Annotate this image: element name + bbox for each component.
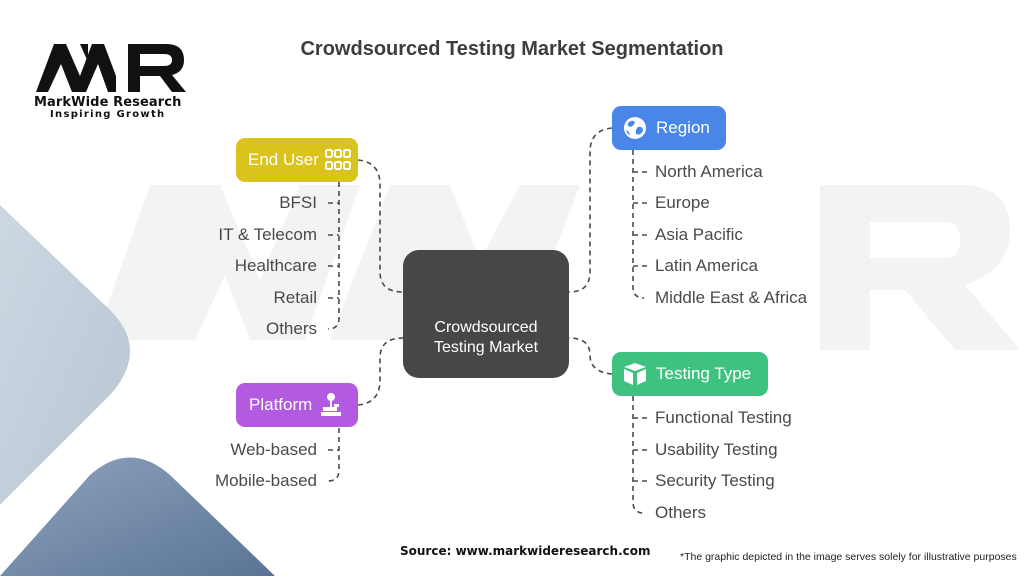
logo-tagline: Inspiring Growth: [50, 109, 166, 120]
category-label: Testing Type: [656, 364, 752, 383]
list-item-region: Middle East & Africa: [655, 288, 808, 307]
list-item-testing-type: Functional Testing: [655, 408, 792, 427]
center-node: Crowdsourced Testing Market: [403, 250, 569, 378]
list-item-end-user: IT & Telecom: [218, 225, 317, 244]
logo-name: MarkWide Research: [34, 95, 182, 110]
logo-mark-icon: [36, 44, 186, 92]
cube-icon: [624, 363, 646, 385]
category-label: Region: [656, 118, 710, 137]
category-platform: Platform: [236, 383, 358, 427]
category-end-user: End User: [236, 138, 358, 182]
list-item-region: Latin America: [655, 256, 758, 275]
list-item-region: Asia Pacific: [655, 225, 743, 244]
globe-icon: [624, 117, 646, 139]
source-text: Source: www.markwideresearch.com: [400, 544, 651, 558]
list-item-end-user: Retail: [273, 288, 317, 307]
category-region: Region: [612, 106, 726, 150]
page-title: Crowdsourced Testing Market Segmentation: [300, 38, 724, 60]
list-item-testing-type: Security Testing: [655, 471, 775, 490]
disclaimer-text: *The graphic depicted in the image serve…: [680, 551, 1017, 563]
list-item-testing-type: Usability Testing: [655, 440, 778, 459]
category-label: Platform: [249, 395, 313, 414]
center-node-line2: Testing Market: [433, 339, 539, 356]
list-item-end-user: BFSI: [279, 193, 317, 212]
list-item-platform: Mobile-based: [214, 471, 317, 490]
category-label: End User: [248, 150, 319, 169]
list-item-testing-type: Others: [655, 503, 707, 522]
center-node-line1: Crowdsourced: [434, 319, 538, 336]
list-item-region: Europe: [655, 193, 710, 212]
joystick-icon: [321, 393, 342, 416]
category-testing-type: Testing Type: [612, 352, 768, 396]
list-item-platform: Web-based: [230, 440, 317, 459]
list-item-region: North America: [655, 162, 763, 181]
list-item-end-user: Healthcare: [234, 256, 317, 275]
list-item-end-user: Others: [265, 319, 317, 338]
grid-icon: [324, 149, 351, 170]
